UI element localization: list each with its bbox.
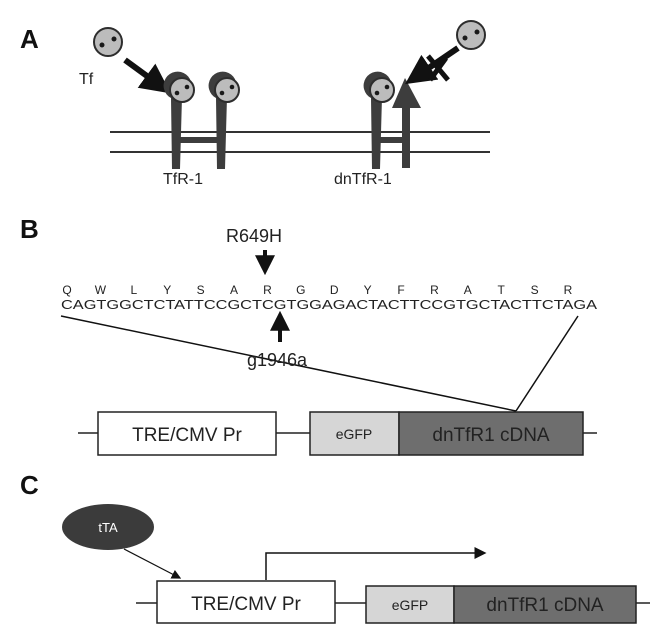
protein-mutation-label: R649H [226,226,282,246]
amino-acid: A [230,283,238,297]
amino-acid: G [296,283,305,297]
construct-b-promoter-label: TRE/CMV Pr [132,425,242,446]
dntfr1-dimer [363,71,421,169]
dna-sequence: CAGTGGCTCTATTCCGCTCGTGGAGACTACTTCCGTGCTA… [61,298,598,312]
panel-a-letter: A [20,24,39,54]
construct-b-egfp-label: eGFP [336,426,373,442]
amino-acid: R [564,283,573,297]
construct-b-cdna-label: dnTfR1 cDNA [432,425,550,446]
free-transferrin-right [456,20,486,50]
construct-c-cdna [453,585,637,624]
amino-acid: R [263,283,272,297]
construct-b-cdna [398,411,584,456]
panel-c: C tTA TRE/CMV Pr eGFP dnTfR1 cDNA [20,470,650,624]
binding-arrow [123,57,171,94]
amino-acid: T [498,283,506,297]
construct-c-promoter [156,580,336,624]
panel-c-letter: C [20,470,39,500]
construct-c-cdna-label: dnTfR1 cDNA [486,595,604,616]
tfr1-label: TfR-1 [163,171,203,188]
free-transferrin-left [93,27,123,57]
cell-membrane [110,131,490,153]
zoom-line-right [515,315,579,412]
construct-b-egfp [309,411,400,456]
transcription-arrow [265,547,487,580]
mutant-receptor-head [392,78,421,108]
tfr1-dimer [163,71,240,169]
construct-c-promoter-label: TRE/CMV Pr [191,594,301,615]
panel-a: A Tf TfR-1 [20,20,490,188]
amino-acid: Q [62,283,71,297]
tta-label: tTA [98,520,118,535]
transferrin-label: Tf [79,71,94,88]
tta-binding-arrow [123,548,182,579]
dntfr1-label: dnTfR-1 [334,171,392,188]
x-mark-icon [426,54,450,82]
amino-acid: Y [364,283,372,297]
zoom-line-left [60,315,517,412]
construct-c-egfp-label: eGFP [392,597,429,613]
amino-acid: W [95,283,107,297]
amino-acid: R [430,283,439,297]
amino-acid: S [197,283,205,297]
panel-b: B R649H Q W L Y S A R G D Y F R A T S R CAGTGGCTCTATTCC… [20,214,598,456]
dna-mutation-label: g1946a [247,350,308,370]
amino-acid: S [531,283,539,297]
amino-acid: L [130,283,137,297]
construct-b-promoter [97,411,277,456]
amino-acid: D [330,283,339,297]
amino-acid: F [397,283,404,297]
panel-b-letter: B [20,214,39,244]
amino-acid: A [464,283,472,297]
tta-activator [62,504,154,550]
amino-acid: Y [163,283,171,297]
